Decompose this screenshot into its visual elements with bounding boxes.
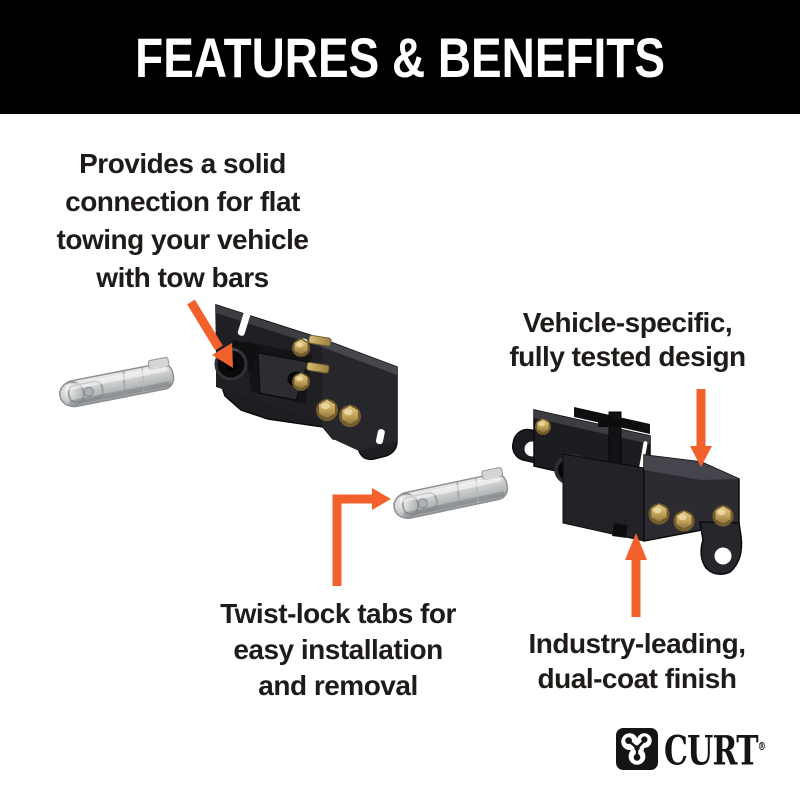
- brass-bolt: [291, 372, 311, 392]
- callout-twist-lock: Twist-lock tabs for easy installation an…: [220, 598, 456, 701]
- callout-vehicle-specific: Vehicle-specific, fully tested design: [509, 307, 746, 372]
- brass-bolt: [711, 504, 735, 528]
- callout-flat-towing: Provides a solid connection for flat tow…: [56, 148, 309, 293]
- lobe-hole: [714, 547, 732, 565]
- brand-logo: CURT®: [616, 726, 800, 772]
- mount-slot: [638, 441, 648, 473]
- curt-clover-icon: [616, 728, 658, 771]
- brass-bolt: [647, 502, 671, 526]
- twist-lock-pin-right-illustration: [389, 465, 511, 522]
- brand-wordmark: CURT®: [664, 727, 767, 775]
- page-title: FEATURES & BENEFITS: [135, 25, 665, 89]
- brass-bolt: [672, 509, 696, 533]
- registered-mark: ®: [757, 740, 767, 753]
- brass-bolt: [291, 338, 311, 358]
- brass-bolt: [315, 398, 339, 422]
- mount-slot: [237, 309, 251, 336]
- arrow-vehicle-specific: [690, 389, 712, 467]
- tow-bar-bracket-right-illustration: [511, 407, 743, 575]
- tow-bar-bracket-left-illustration: [214, 303, 398, 461]
- arrow-dual-coat: [625, 533, 647, 617]
- lobe-slot: [375, 429, 385, 445]
- brass-bolt: [338, 404, 362, 428]
- brass-bolt: [534, 418, 552, 436]
- arrow-twist-lock: [332, 488, 391, 586]
- callout-dual-coat: Industry-leading, dual-coat finish: [528, 628, 746, 694]
- twist-lock-tab: [612, 523, 628, 538]
- twist-lock-pin-left-illustration: [55, 355, 177, 411]
- title-bar: FEATURES & BENEFITS: [0, 0, 800, 114]
- arrow-flat-towing: [187, 299, 233, 368]
